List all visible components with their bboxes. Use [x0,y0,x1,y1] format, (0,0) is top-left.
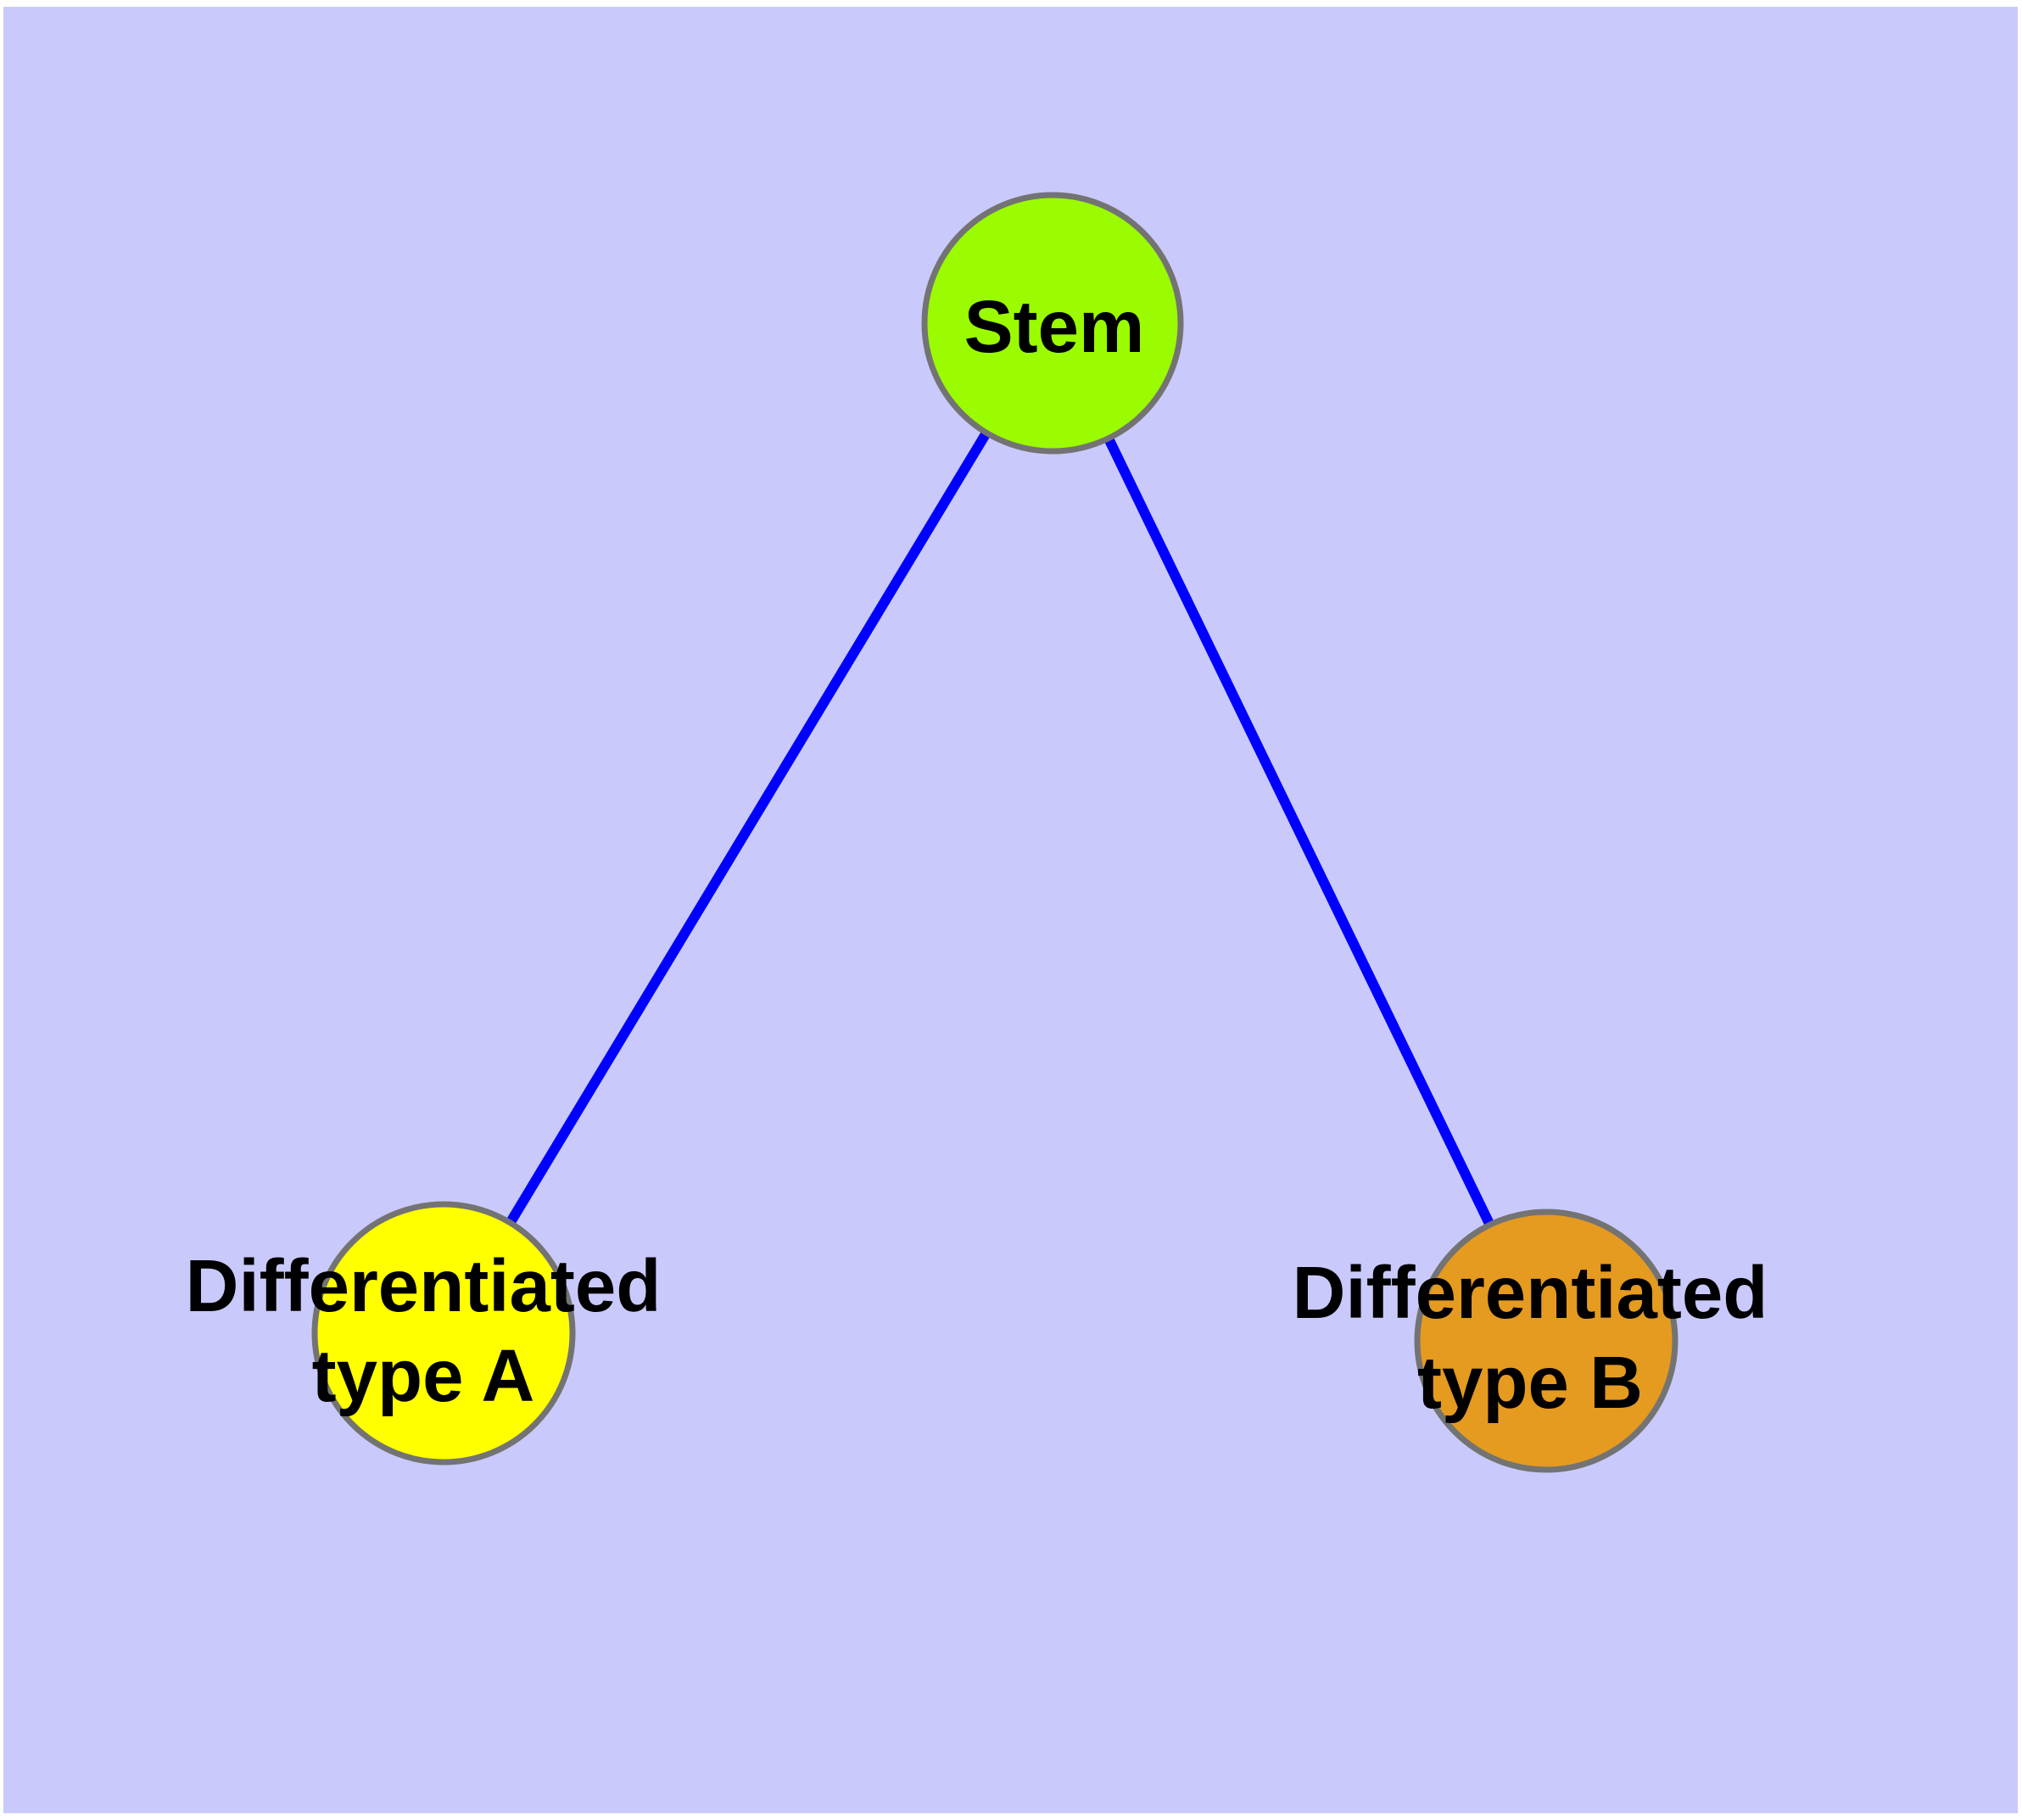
node-stem-circle [921,192,1184,455]
node-type-a-circle [311,1201,576,1465]
node-type-a-label-line2: type A [311,1335,535,1417]
graph-canvas: Stem Differentiated type A Differentiate… [3,7,2018,1813]
node-type-b-label-line2: type B [1417,1342,1643,1424]
node-stem-label-text: Stem [964,286,1145,368]
edge-stem-to-type-b [1047,321,1551,1343]
node-type-a-label: Differentiated type A [186,1242,662,1421]
graph-svg [311,192,1678,1473]
node-type-b-circle [1414,1209,1678,1473]
edge-stem-to-type-a [438,320,1058,1337]
node-type-b-label: Differentiated type B [1293,1248,1768,1428]
node-type-a-label-line1: Differentiated [185,1245,662,1327]
node-type-b-label-line1: Differentiated [1292,1252,1768,1334]
node-stem-label: Stem [964,282,1145,372]
